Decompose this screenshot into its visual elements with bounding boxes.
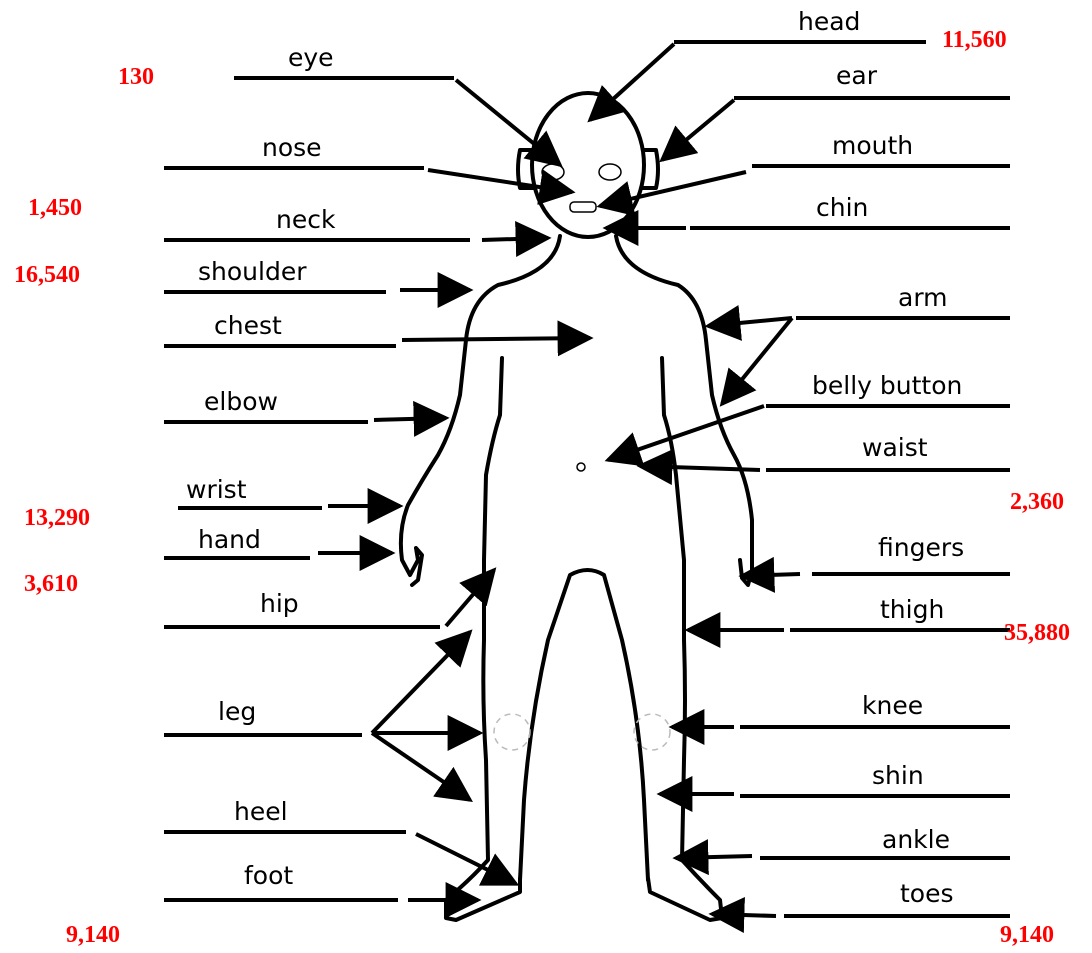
label-hand-text: hand [198, 525, 261, 554]
value-waist: 2,360 [1010, 489, 1064, 515]
label-shin-text: shin [872, 761, 924, 790]
label-ankle: ankle [676, 825, 1010, 858]
left-knee-mark [494, 714, 530, 750]
label-belly-button-text: belly button [812, 371, 962, 400]
label-belly-button: belly button [608, 371, 1010, 460]
label-thigh: thigh [688, 595, 1010, 630]
value-eye: 130 [118, 64, 154, 90]
label-hand: hand [164, 525, 392, 558]
label-neck-text: neck [276, 205, 336, 234]
label-shoulder: shoulder [164, 257, 470, 292]
label-knee: knee [672, 691, 1010, 727]
label-elbow: elbow [164, 387, 446, 422]
label-mouth-text: mouth [832, 131, 913, 160]
label-chest: chest [164, 311, 590, 346]
label-foot-text: foot [244, 861, 293, 890]
label-leg-text: leg [218, 697, 256, 726]
label-chin-text: chin [816, 193, 868, 222]
label-fingers: fingers [742, 533, 1010, 576]
label-hip-text: hip [260, 589, 299, 618]
left-eye [542, 164, 564, 180]
label-chin: chin [606, 193, 1010, 228]
label-ankle-text: ankle [882, 825, 950, 854]
label-waist-text: waist [862, 433, 928, 462]
label-eye-text: eye [288, 43, 334, 72]
label-foot: foot [164, 861, 478, 900]
label-hip: hip [164, 570, 494, 627]
value-hand: 3,610 [24, 571, 78, 597]
label-leg: leg [164, 632, 480, 800]
label-chest-text: chest [214, 311, 282, 340]
label-shin: shin [660, 761, 1010, 796]
label-wrist: wrist [178, 475, 400, 508]
label-head-text: head [798, 7, 860, 36]
label-fingers-text: fingers [878, 533, 964, 562]
label-nose: nose [164, 133, 572, 192]
label-elbow-text: elbow [204, 387, 278, 416]
label-knee-text: knee [862, 691, 923, 720]
label-waist: waist [640, 433, 1010, 470]
value-shoulder: 16,540 [14, 262, 80, 288]
value-nose: 1,450 [28, 195, 82, 221]
label-nose-text: nose [262, 133, 322, 162]
right-eye [599, 164, 621, 180]
label-toes-text: toes [900, 879, 954, 908]
label-wrist-text: wrist [186, 475, 247, 504]
value-thigh: 35,880 [1004, 620, 1070, 646]
value-head: 11,560 [942, 27, 1007, 53]
mouth-shape [570, 202, 596, 212]
label-neck: neck [164, 205, 548, 240]
label-arm-text: arm [898, 283, 948, 312]
label-ear-text: ear [836, 61, 878, 90]
label-mouth: mouth [600, 131, 1010, 206]
label-thigh-text: thigh [880, 595, 944, 624]
label-toes: toes [712, 879, 1010, 916]
label-heel-text: heel [234, 797, 288, 826]
value-wrist: 13,290 [24, 505, 90, 531]
label-shoulder-text: shoulder [198, 257, 307, 286]
label-heel: heel [164, 797, 516, 884]
belly-button-mark [577, 463, 585, 471]
value-foot-left: 9,140 [66, 922, 120, 948]
value-foot-right: 9,140 [1000, 922, 1054, 948]
